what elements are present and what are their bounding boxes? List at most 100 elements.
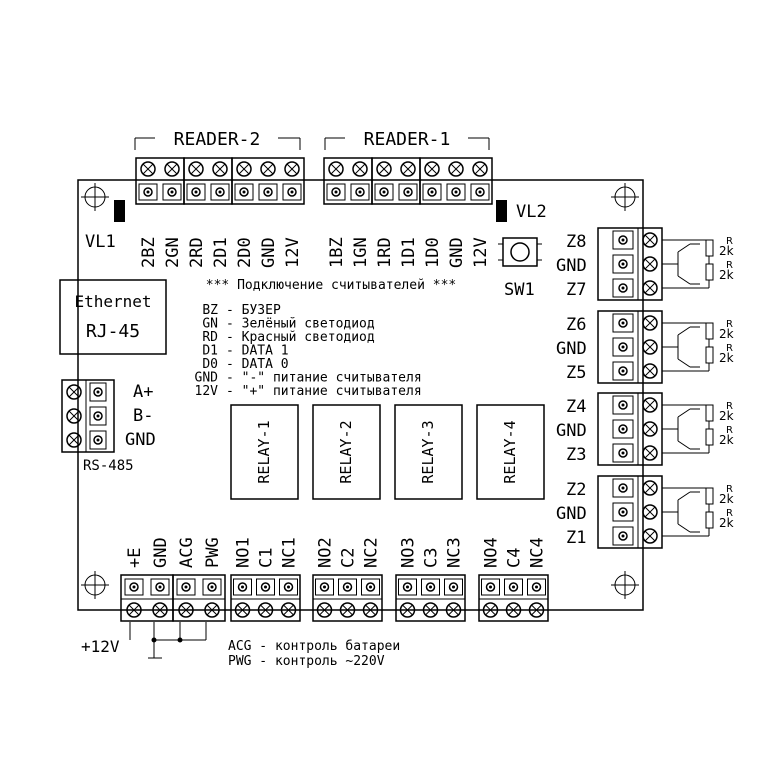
zone-block-4-hole-0 xyxy=(618,483,628,493)
relay1-term-hole-0-2-dot xyxy=(287,585,290,589)
relay3-term-hole-0-0 xyxy=(402,582,413,592)
relay4-pin-no4: NO4 xyxy=(482,537,502,568)
zone-block-1-screw-2 xyxy=(642,280,658,296)
mounting-hole-top-left xyxy=(81,183,109,211)
rs485-hole-0 xyxy=(93,387,103,397)
relay4-term-screw-0-1 xyxy=(505,602,522,618)
zone-block-4-label-gnd: GND xyxy=(556,504,587,524)
reader1-hole-2-1-dot xyxy=(454,190,458,194)
reader2-hole-2-0-dot xyxy=(242,190,246,194)
legend-desc-0: - БУЗЕР xyxy=(226,303,281,318)
zone-block-3-socket-2 xyxy=(612,443,634,463)
reader1-pin-1rd: 1RD xyxy=(375,237,395,268)
rs485-housing xyxy=(61,379,115,453)
zone-block-3-screw-0 xyxy=(642,397,658,413)
relay3-pin-no3: NO3 xyxy=(399,537,419,568)
reader1-screw-2-0-slot-b xyxy=(426,163,438,175)
reader2-screw-1-1 xyxy=(212,161,228,177)
reader1-hole-0-0-dot xyxy=(334,190,338,194)
reader2-screw-1-1-slot-b xyxy=(214,163,226,175)
reader2-socket-0-1 xyxy=(162,183,182,201)
reader1-screw-0-1-slot-b xyxy=(354,163,366,175)
zone-block-1-hole-1 xyxy=(618,259,628,269)
zone-block-3-screw-2-slot-b xyxy=(644,447,656,459)
reader2-pin-2gn: 2GN xyxy=(163,237,183,268)
zone-block-1-r-label-a: R xyxy=(726,236,733,247)
power-pin-acg: ACG xyxy=(177,537,197,568)
ethernet-type: RJ-45 xyxy=(86,321,140,342)
reader1-screw-2-1 xyxy=(448,161,464,177)
relay4-pin-nc4: NC4 xyxy=(528,537,548,568)
zone-block-2-r-value-a: 2k xyxy=(719,327,734,341)
zone-block-1-socket-2 xyxy=(612,278,634,298)
supply-label: +12V xyxy=(81,637,120,656)
reader1-screw-1-1-slot-b xyxy=(402,163,414,175)
zone-block-2-hole-2 xyxy=(618,366,628,376)
reader2-socket-1-0 xyxy=(186,183,206,201)
reader-1-title: READER-1 xyxy=(364,129,451,150)
zone-terminal-blocks: Z8GNDZ7R2kR2kZ6GNDZ5R2kR2kZ4GNDZ3R2kR2kZ… xyxy=(556,227,734,549)
rs485-pin-b: B- xyxy=(133,406,153,426)
reader2-pin-2bz: 2BZ xyxy=(139,237,159,268)
relay4-term-socket-0-0 xyxy=(481,578,500,596)
power-housing-1 xyxy=(172,574,226,622)
zone-block-4-label-top: Z2 xyxy=(566,480,586,500)
relay1-term-housing-0 xyxy=(230,574,301,622)
zone-block-2-hole-0 xyxy=(618,318,628,328)
relay3-term-screw-0-0-slot-b xyxy=(402,604,413,616)
zone-block-2-r-label-a: R xyxy=(726,319,733,330)
relay2-term-hole-0-2 xyxy=(365,582,376,592)
reader2-pin-2d0: 2D0 xyxy=(235,237,255,268)
legend-code-5: GND xyxy=(195,371,219,386)
zone-block-1-label-bottom: Z7 xyxy=(566,280,586,300)
relay1-term-socket-0-0 xyxy=(233,578,252,596)
rs485-socket-0 xyxy=(89,382,107,402)
reader1-hole-1-1-dot xyxy=(406,190,410,194)
reader2-hole-0-1 xyxy=(167,187,177,197)
power-hole-1-1 xyxy=(207,582,217,592)
reader1-hole-1-0-dot xyxy=(382,190,386,194)
power-socket-1-0 xyxy=(176,578,196,596)
power-screw-0-0-slot-b xyxy=(128,604,140,616)
reader1-screw-0-0 xyxy=(328,161,344,177)
note-pwg: PWG - контроль ~220V xyxy=(228,654,385,669)
reader1-hole-2-2 xyxy=(475,187,485,197)
reader2-hole-0-1-dot xyxy=(170,190,174,194)
reader2-hole-1-0-dot xyxy=(194,190,198,194)
zone-block-4-resistor-a xyxy=(705,487,714,505)
power-screw-1-0 xyxy=(178,602,194,618)
legend-code-0: BZ xyxy=(202,303,218,318)
relay-1-body xyxy=(230,404,299,500)
zone-block-4-screw-2-slot-b xyxy=(644,530,656,542)
legend-desc-1: - Зелёный светодиод xyxy=(226,317,375,332)
rs485-terminal-block xyxy=(61,379,115,453)
relay-3-label: RELAY-3 xyxy=(419,420,437,483)
reader2-screw-2-0 xyxy=(236,161,252,177)
relay4-term-socket-0-1 xyxy=(504,578,523,596)
relay1-term-hole-0-0 xyxy=(237,582,248,592)
relay-2-label: RELAY-2 xyxy=(337,420,355,483)
zone-block-4-screw-1 xyxy=(642,504,658,520)
zone-block-2-screw-1-slot-b xyxy=(644,341,656,353)
power-screw-1-0-slot-b xyxy=(180,604,192,616)
zone-block-2-screw-0 xyxy=(642,315,658,331)
zone-block-1-label-gnd: GND xyxy=(556,256,587,276)
relay4-term-screw-0-0 xyxy=(482,602,499,618)
power-hole-0-0-dot xyxy=(132,585,136,589)
relay2-term-hole-0-0-dot xyxy=(323,585,326,589)
reader1-screw-2-1-slot-b xyxy=(450,163,462,175)
reader2-hole-1-1-dot xyxy=(218,190,222,194)
zone-block-4-resistor-b xyxy=(705,511,714,529)
legend-code-6: 12V xyxy=(195,384,219,399)
relay1-term-socket-0-1 xyxy=(256,578,275,596)
power-hole-1-1-dot xyxy=(210,585,214,589)
zone-block-3-resistor-b xyxy=(705,428,714,446)
reader1-screw-1-1 xyxy=(400,161,416,177)
legend-desc-4: - DATA 0 xyxy=(226,357,289,372)
power-socket-0-1 xyxy=(150,578,170,596)
rs485-hole-2 xyxy=(93,435,103,445)
rs485-hole-2-dot xyxy=(96,438,100,442)
zone-block-1-switch-a xyxy=(677,243,691,253)
